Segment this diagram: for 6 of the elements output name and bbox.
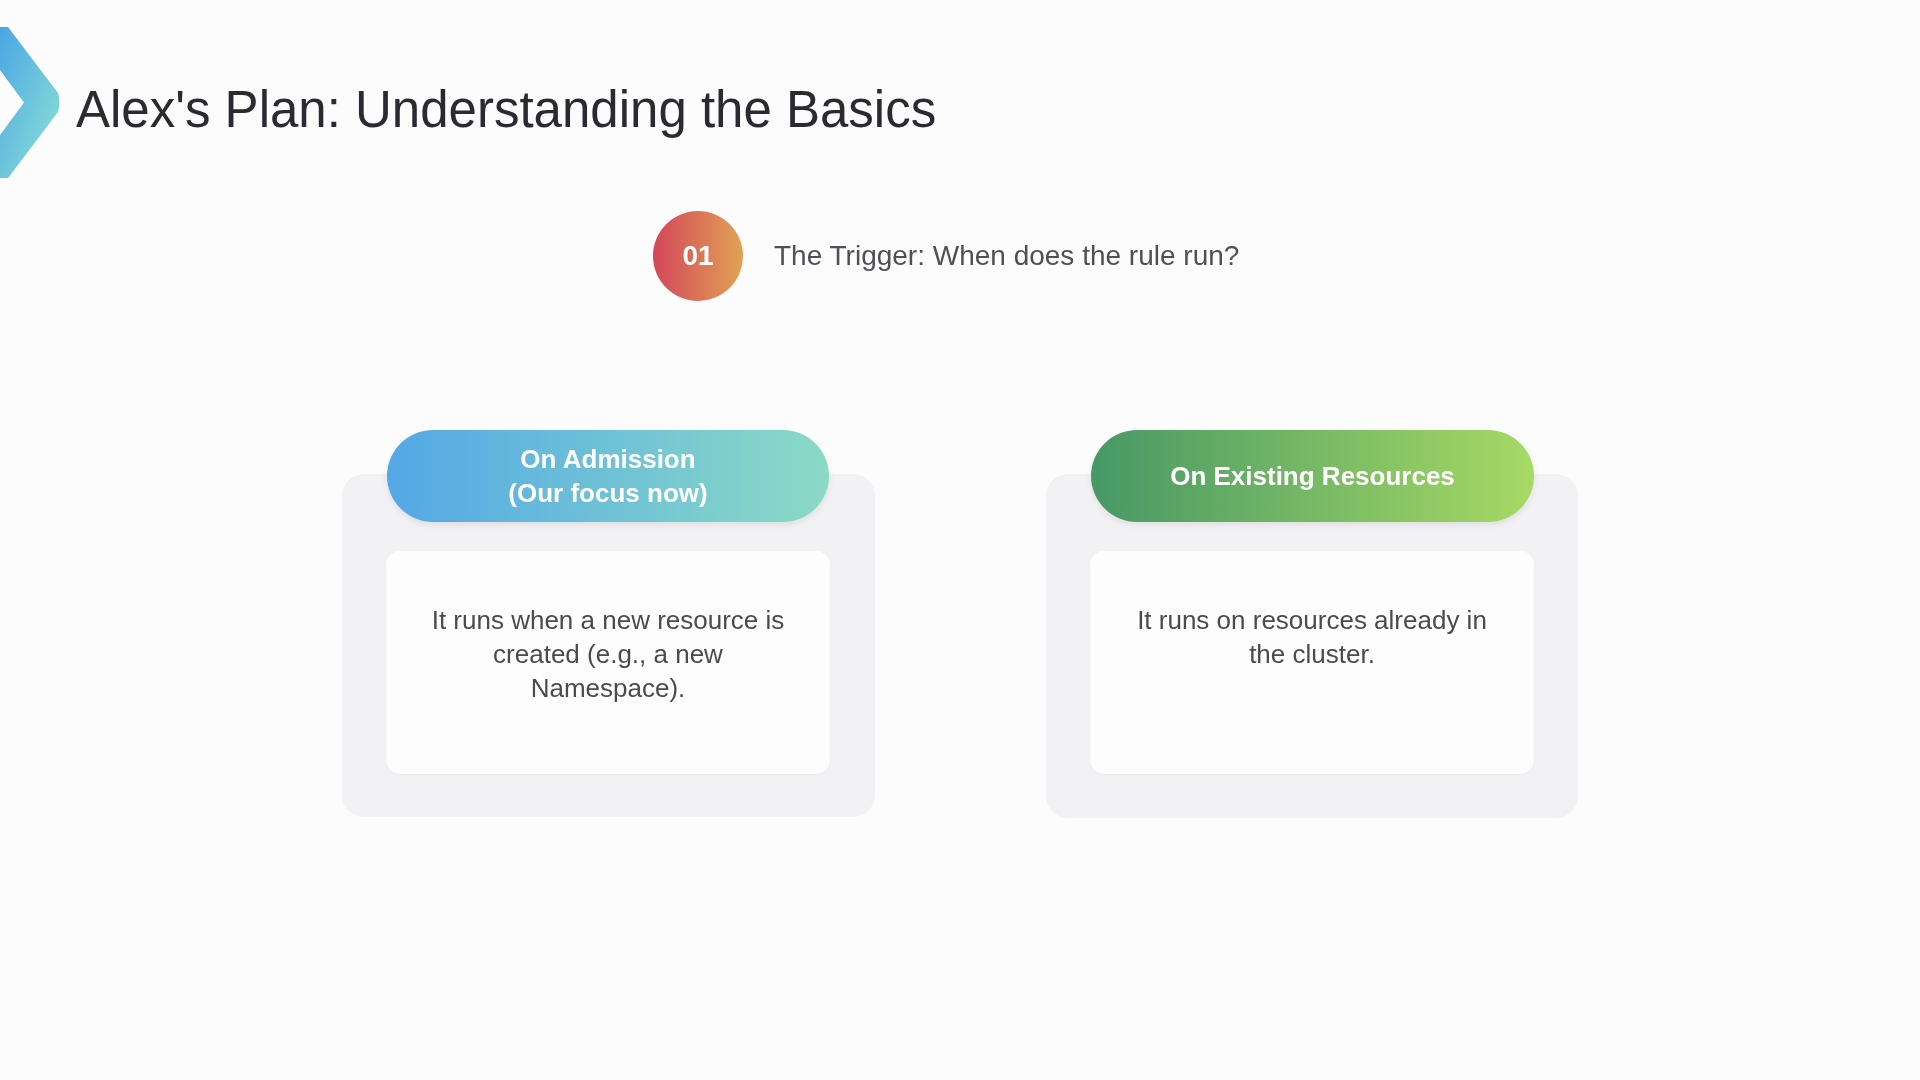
step-question: The Trigger: When does the rule run? — [774, 239, 1240, 273]
description-panel: It runs on resources already in the cluster. — [1090, 551, 1534, 774]
header-pill: On Existing Resources — [1091, 430, 1534, 522]
description-panel: It runs when a new resource is created (e.g., a new Namespace). — [386, 551, 830, 774]
step-number-badge: 01 — [653, 211, 743, 301]
header-pill: On Admission (Our focus now) — [387, 430, 829, 522]
